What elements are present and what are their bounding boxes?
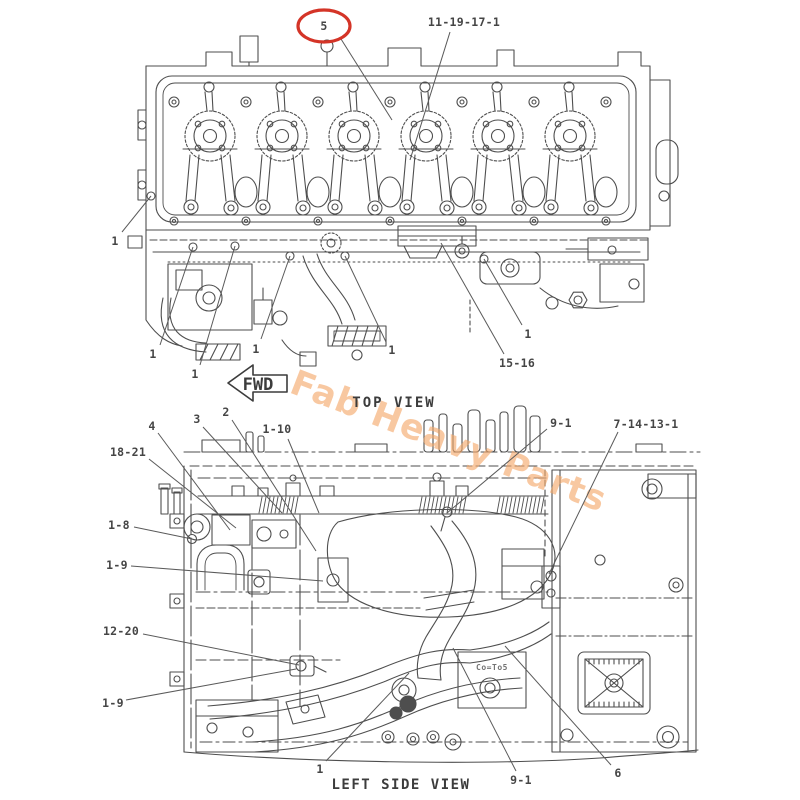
leader-target-bolts: [146, 191, 489, 264]
callout-1-10: 1-10: [263, 422, 320, 514]
callout-3: 3: [193, 412, 283, 514]
id-plate: [457, 651, 527, 709]
callout-label: 1-8: [108, 518, 130, 532]
callout-1-9: 1-9: [102, 668, 297, 710]
callout-5: 5: [296, 8, 393, 121]
callout-label: 3: [193, 412, 200, 426]
callout-label: 1: [149, 347, 156, 361]
callout-label: 1-9: [102, 696, 124, 710]
callout-label: 2: [222, 405, 229, 419]
callout-15-16: 15-16: [440, 242, 535, 370]
callout-label: 1-10: [263, 422, 292, 436]
callout-label: 1: [111, 234, 118, 248]
callout-1: 1: [483, 258, 531, 341]
callout-label: 5: [320, 19, 327, 33]
callout-1: 1: [149, 246, 194, 361]
callout-label: 1: [191, 367, 198, 381]
red-highlight-circle: [296, 8, 352, 44]
top-view-title: TOP VIEW: [352, 395, 435, 411]
callout-label: 6: [614, 766, 621, 780]
callout-18-21: 18-21: [110, 445, 237, 529]
callout-7-14-13-1: 7-14-13-1: [548, 417, 678, 575]
injector-units: [168, 81, 618, 226]
callout-1: 1: [316, 672, 410, 776]
callout-label: 9-1: [550, 416, 572, 430]
callout-1-8: 1-8: [108, 518, 193, 540]
callout-1: 1: [111, 195, 152, 248]
id-plate-text: Co=To5: [476, 663, 508, 672]
cross-cover-plate: [577, 651, 651, 715]
callout-9-1: 9-1: [452, 647, 532, 787]
callout-label: 12-20: [103, 624, 139, 638]
fwd-label: FWD: [243, 375, 274, 395]
callout-label: 1: [388, 343, 395, 357]
callout-1: 1: [344, 255, 395, 357]
callout-label: 1: [524, 327, 531, 341]
top-view-callouts: 5 11-19-17-1 1 1 1 1 1 1 15-16: [111, 8, 535, 381]
callout-label: 11-19-17-1: [428, 15, 500, 29]
fwd-arrow: FWD: [227, 364, 288, 402]
callout-2: 2: [222, 405, 317, 552]
callout-1: 1: [252, 255, 291, 356]
callout-label: 1: [252, 342, 259, 356]
watermark-text: Fab Heavy Parts: [285, 363, 612, 521]
top-view-art: [127, 35, 679, 367]
callout-label: 1-9: [106, 558, 128, 572]
left-side-view-title: LEFT SIDE VIEW: [331, 777, 470, 793]
left-side-view-art: [158, 405, 701, 763]
callout-1-9: 1-9: [106, 558, 324, 582]
callout-label: 1: [316, 762, 323, 776]
callout-6: 6: [504, 645, 621, 780]
callout-11-19-17-1: 11-19-17-1: [409, 15, 500, 161]
callout-12-20: 12-20: [103, 624, 300, 666]
callout-label: 4: [148, 419, 155, 433]
callout-label: 9-1: [510, 773, 532, 787]
callout-label: 18-21: [110, 445, 146, 459]
callout-label: 15-16: [499, 356, 535, 370]
callout-9-1: 9-1: [446, 416, 572, 514]
callout-1: 1: [191, 245, 236, 381]
callout-label: 7-14-13-1: [613, 417, 678, 431]
left-view-callouts: 4 3 2 1-10 18-21 1-8 1-9 12-20 1-9 9-1 7-14-13-1 1 9…: [102, 405, 678, 787]
